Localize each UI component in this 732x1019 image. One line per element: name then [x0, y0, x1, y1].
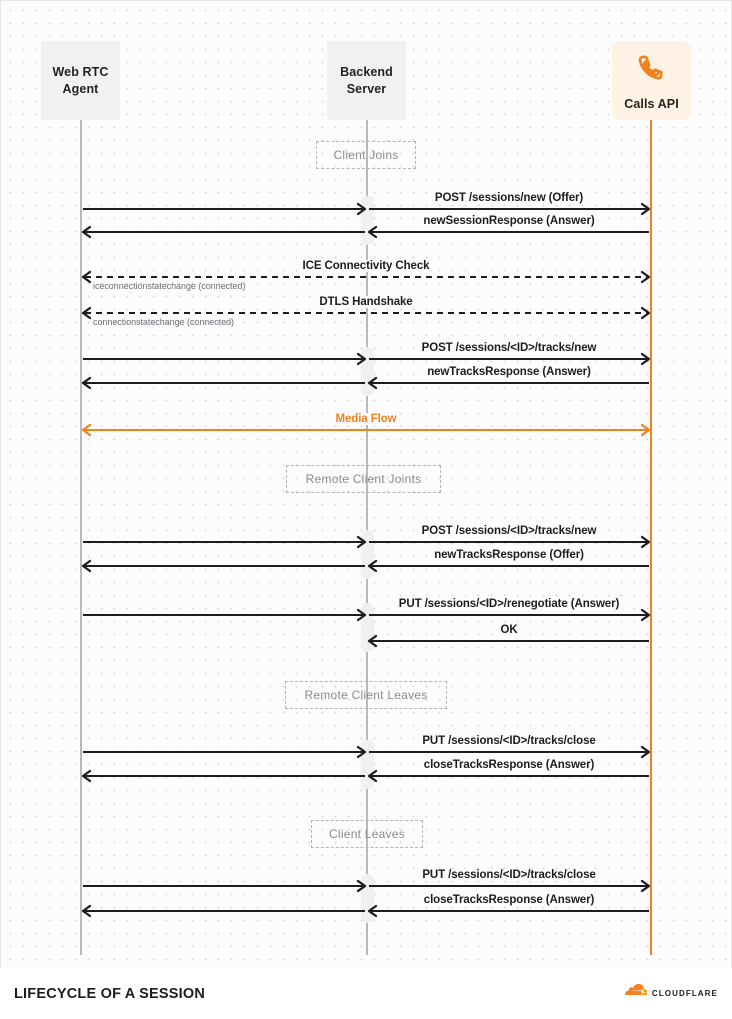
message-sub-label: iceconnectionstatechange (connected)	[93, 281, 246, 291]
page-title: LIFECYCLE OF A SESSION	[14, 985, 206, 1002]
message-label: newTracksResponse (Answer)	[424, 366, 594, 378]
message-m12a	[81, 743, 367, 761]
message-m13a	[81, 767, 367, 785]
message-m15b: closeTracksResponse (Answer)	[367, 894, 651, 920]
section-label-text: Client Leaves	[329, 827, 405, 841]
message-m3: ICE Connectivity Check iceconnectionstate…	[81, 260, 651, 291]
message-sub-label: connectionstatechange (connected)	[93, 317, 234, 327]
lifeline-webrtc	[80, 120, 82, 955]
message-label: OK	[497, 624, 521, 636]
message-m1a	[81, 200, 367, 218]
message-m10b: PUT /sessions/<ID>/renegotiate (Answer)	[367, 598, 651, 624]
message-m1b: POST /sessions/new (Offer)	[367, 192, 651, 218]
message-label: POST /sessions/<ID>/tracks/new	[418, 525, 600, 537]
cloudflare-wordmark: CLOUDFLARE	[651, 989, 718, 998]
section-label-client-leaves: Client Leaves	[311, 820, 423, 848]
message-m6b: newTracksResponse (Answer)	[367, 366, 651, 392]
message-m2b: newSessionResponse (Answer)	[367, 215, 651, 241]
message-label: POST /sessions/new (Offer)	[431, 192, 587, 204]
message-m15a	[81, 902, 367, 920]
message-m5b: POST /sessions/<ID>/tracks/new	[367, 342, 651, 368]
message-m4: DTLS Handshake connectionstatechange (con…	[81, 296, 651, 327]
message-m6a	[81, 374, 367, 392]
message-label: newTracksResponse (Offer)	[431, 549, 587, 561]
section-label-text: Client Joins	[333, 148, 399, 162]
participant-label: Calls API	[624, 96, 679, 111]
message-label: newSessionResponse (Answer)	[420, 215, 598, 227]
message-m13b: closeTracksResponse (Answer)	[367, 759, 651, 785]
message-m11: OK	[367, 624, 651, 650]
participant-calls[interactable]: Calls API	[612, 41, 691, 120]
message-label: ICE Connectivity Check	[299, 260, 433, 272]
section-label-text: Remote Client Leaves	[304, 688, 428, 702]
message-label: Media Flow	[332, 413, 400, 425]
message-m14a	[81, 877, 367, 895]
message-label: closeTracksResponse (Answer)	[420, 894, 598, 906]
section-label-client-joins: Client Joins	[316, 141, 416, 169]
message-m9a	[81, 557, 367, 575]
phone-icon	[635, 52, 669, 91]
message-m5a	[81, 350, 367, 368]
message-label: PUT /sessions/<ID>/tracks/close	[419, 735, 599, 747]
section-label-text: Remote Client Joints	[305, 472, 422, 486]
message-label: DTLS Handshake	[316, 296, 416, 308]
cloudflare-cloud-icon	[621, 983, 649, 1003]
message-m10a	[81, 606, 367, 624]
message-m2a	[81, 223, 367, 241]
section-label-remote-client-leaves: Remote Client Leaves	[285, 681, 447, 709]
section-label-remote-client-joins: Remote Client Joints	[286, 465, 441, 493]
footer: LIFECYCLE OF A SESSION CLOUDFLARE	[0, 968, 732, 1019]
message-label: closeTracksResponse (Answer)	[420, 759, 598, 771]
message-m12b: PUT /sessions/<ID>/tracks/close	[367, 735, 651, 761]
message-label: POST /sessions/<ID>/tracks/new	[418, 342, 600, 354]
message-m8b: POST /sessions/<ID>/tracks/new	[367, 525, 651, 551]
message-label: PUT /sessions/<ID>/renegotiate (Answer)	[395, 598, 623, 610]
message-m9b: newTracksResponse (Offer)	[367, 549, 651, 575]
message-m8a	[81, 533, 367, 551]
message-m14b: PUT /sessions/<ID>/tracks/close	[367, 869, 651, 895]
lifeline-calls	[650, 120, 652, 955]
message-label: PUT /sessions/<ID>/tracks/close	[419, 869, 599, 881]
message-m7: Media Flow	[81, 413, 651, 439]
cloudflare-logo: CLOUDFLARE	[621, 983, 718, 1003]
